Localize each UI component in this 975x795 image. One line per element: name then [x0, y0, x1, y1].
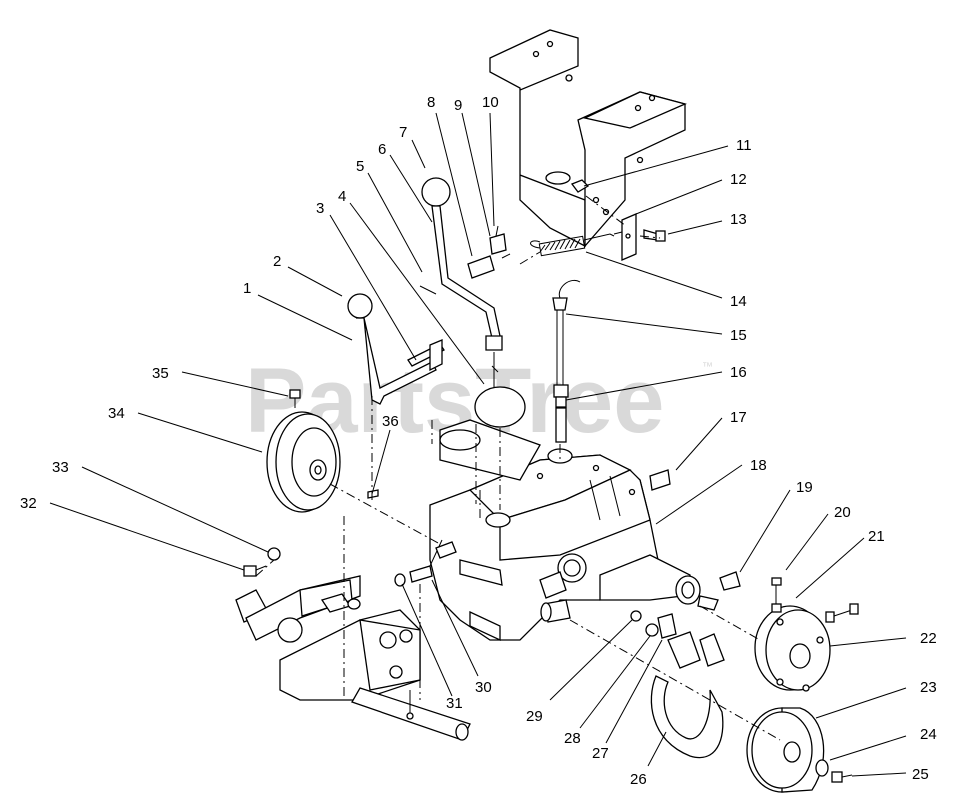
- callout-34: 34: [108, 405, 125, 422]
- washer-33: [267, 547, 281, 561]
- callout-10: 10: [482, 94, 499, 111]
- shift-lever-right: [419, 177, 503, 351]
- main-frame: [235, 575, 471, 741]
- washer-24: [815, 759, 829, 777]
- watermark-trademark: ™: [702, 361, 713, 373]
- callout-24: 24: [920, 726, 937, 743]
- bolt-25: [831, 771, 853, 783]
- key-19: [719, 571, 741, 591]
- bolt-20: [771, 577, 782, 613]
- callout-5: 5: [356, 158, 364, 175]
- callout-17: 17: [730, 409, 747, 426]
- small-bracket: [621, 213, 637, 261]
- callout-30: 30: [475, 679, 492, 696]
- shift-lever-left: [347, 293, 445, 405]
- control-cable: [552, 280, 581, 443]
- callout-22: 22: [920, 630, 937, 647]
- callout-31: 31: [446, 695, 463, 712]
- mounting-bracket: [489, 29, 687, 248]
- callout-4: 4: [338, 188, 346, 205]
- lever-clip: [467, 225, 511, 279]
- callout-6: 6: [378, 141, 386, 158]
- axle-shaft: [540, 599, 571, 623]
- spring: [530, 233, 615, 257]
- callout-16: 16: [730, 364, 747, 381]
- key-36: [367, 489, 379, 499]
- brake-drum: [746, 707, 825, 793]
- lever-boot: [474, 352, 526, 428]
- callout-8: 8: [427, 94, 435, 111]
- callout-15: 15: [730, 327, 747, 344]
- callout-28: 28: [564, 730, 581, 747]
- bolt-13: [643, 229, 666, 242]
- callout-36: 36: [382, 413, 399, 430]
- brake-hub: [754, 605, 831, 692]
- callout-12: 12: [730, 171, 747, 188]
- band-parts-27-28: [630, 610, 677, 639]
- callout-11: 11: [736, 137, 752, 154]
- bolt-32: [243, 565, 267, 577]
- callout-20: 20: [834, 504, 851, 521]
- callout-21: 21: [868, 528, 885, 545]
- callout-25: 25: [912, 766, 929, 783]
- drive-pulley: [266, 411, 341, 513]
- nut-11: [570, 179, 590, 193]
- callout-32: 32: [20, 495, 37, 512]
- callout-7: 7: [399, 124, 407, 141]
- callout-19: 19: [796, 479, 813, 496]
- callout-13: 13: [730, 211, 747, 228]
- bolt-35: [289, 389, 301, 408]
- callout-3: 3: [316, 200, 324, 217]
- callout-29: 29: [526, 708, 543, 725]
- callout-35: 35: [152, 365, 169, 382]
- alignment-lines: [255, 195, 781, 741]
- callout-27: 27: [592, 745, 609, 762]
- hardware-30-31: [394, 539, 457, 587]
- transaxle: [429, 419, 719, 642]
- brake-band: [650, 631, 725, 759]
- callout-23: 23: [920, 679, 937, 696]
- callout-2: 2: [273, 253, 281, 270]
- callout-14: 14: [730, 293, 747, 310]
- callout-labels: 1 2 3 4 5 6 7 8 9 10 11 12 13 14 15 16 1…: [20, 94, 937, 788]
- callout-1: 1: [243, 280, 251, 297]
- decal-17: [649, 469, 671, 491]
- callout-26: 26: [630, 771, 647, 788]
- callout-18: 18: [750, 457, 767, 474]
- callout-9: 9: [454, 97, 462, 114]
- bolt-21: [825, 603, 859, 623]
- leader-lines: [49, 112, 907, 777]
- callout-33: 33: [52, 459, 69, 476]
